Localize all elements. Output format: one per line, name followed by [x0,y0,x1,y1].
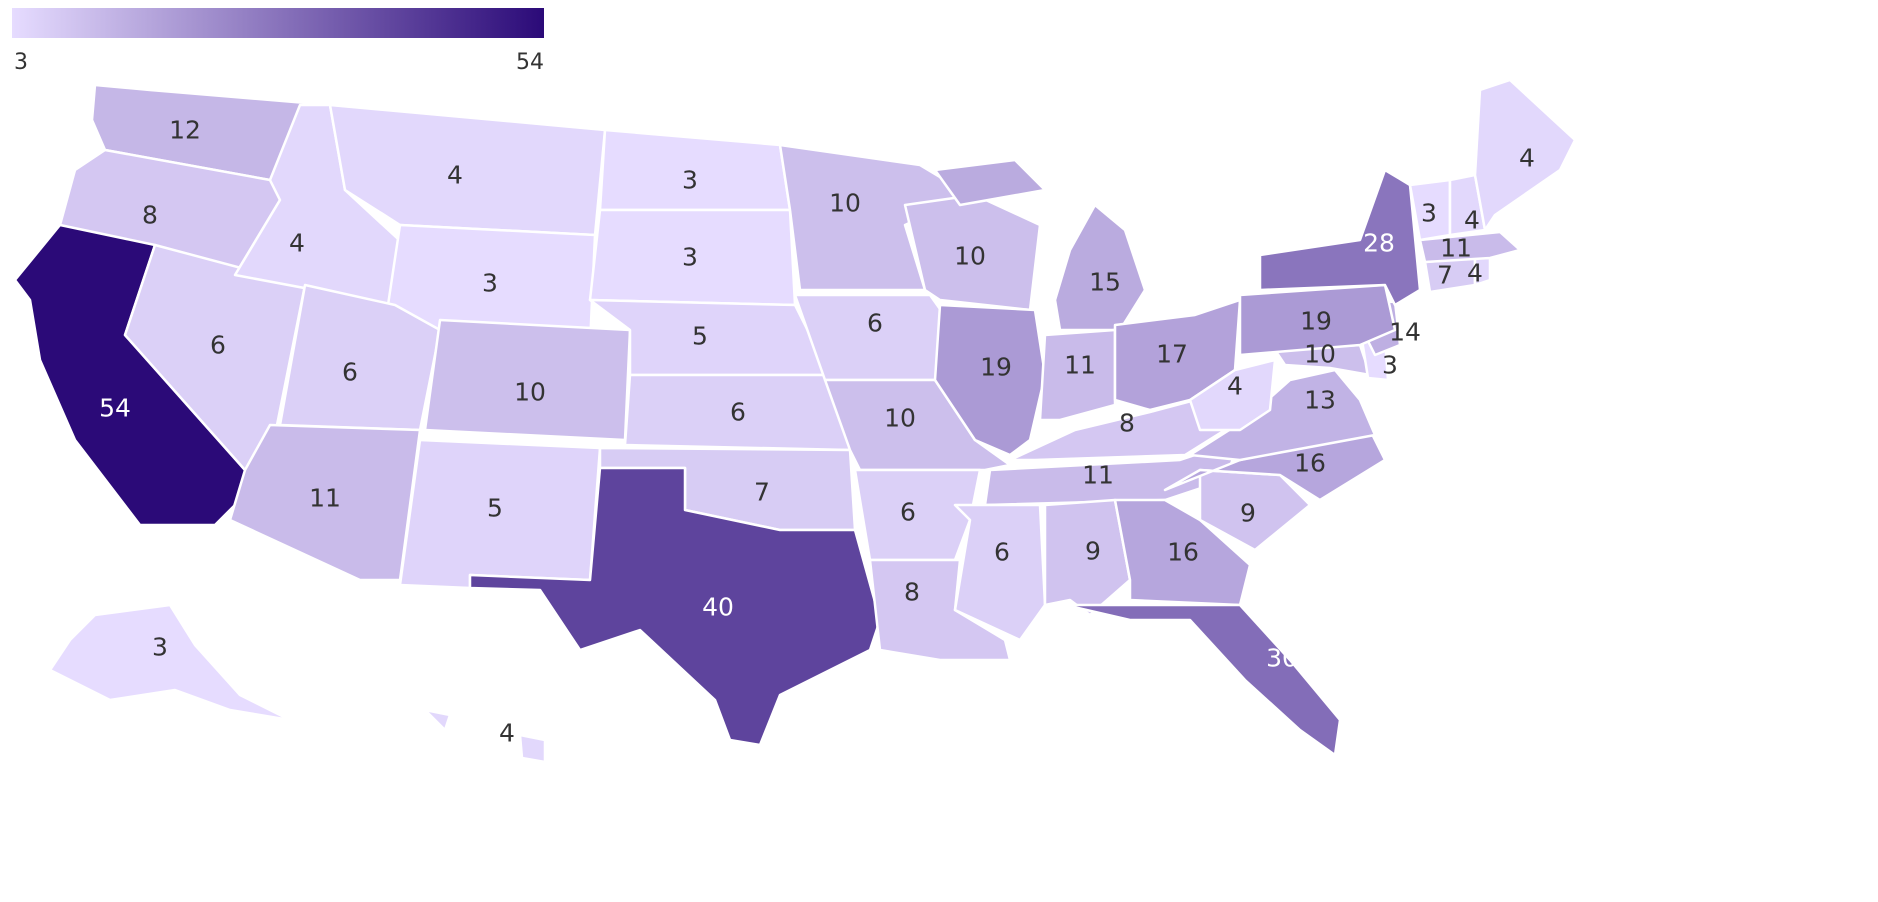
state-label-co: 10 [514,378,546,407]
state-ma [1418,230,1522,264]
state-label-sc: 9 [1240,499,1256,528]
state-mn [778,143,972,292]
state-label-pa: 19 [1300,307,1332,336]
state-label-ar: 6 [900,498,916,527]
state-label-nd: 3 [682,166,698,195]
state-tx [468,466,882,747]
state-label-mt: 4 [447,161,463,190]
state-label-sd: 3 [682,243,698,272]
state-label-de: 3 [1382,351,1398,380]
state-label-va: 13 [1304,386,1336,415]
state-ms [953,503,1047,642]
state-ny [1258,168,1422,307]
state-label-mi: 15 [1089,268,1121,297]
state-label-az: 11 [309,484,341,513]
states-layer [13,78,1577,764]
state-label-ga: 16 [1167,538,1199,567]
state-fl [1063,603,1342,757]
state-az [228,423,422,582]
state-label-tx: 40 [702,593,734,622]
state-la [868,558,1012,662]
state-il [933,303,1047,457]
state-label-wv: 4 [1227,372,1243,401]
state-label-mn: 10 [829,189,861,218]
legend-gradient-bar [12,8,544,38]
state-label-ut: 6 [342,358,358,387]
state-label-nm: 5 [487,494,503,523]
state-label-wy: 3 [482,269,498,298]
state-label-tn: 11 [1082,461,1114,490]
legend-min-label: 3 [14,50,28,75]
state-hi [423,708,547,764]
state-label-ny: 28 [1363,229,1395,258]
state-label-ri: 4 [1467,259,1483,288]
state-mi [933,158,1147,332]
state-label-mo: 10 [884,404,916,433]
state-label-al: 9 [1085,537,1101,566]
state-label-md: 10 [1304,340,1336,369]
state-label-id: 4 [289,229,305,258]
state-label-wa: 12 [169,116,201,145]
state-label-me: 4 [1519,144,1535,173]
state-label-fl: 30 [1266,644,1298,673]
state-me [1473,78,1577,232]
state-label-ok: 7 [754,478,770,507]
legend-max-label: 54 [516,50,544,75]
color-legend: 3 54 [12,8,544,75]
state-wv [1188,358,1277,432]
state-label-nh: 4 [1464,206,1480,235]
state-label-nj: 14 [1389,318,1421,347]
state-label-ne: 5 [692,322,708,351]
state-label-nv: 6 [210,331,226,360]
state-label-in: 11 [1064,351,1096,380]
state-label-or: 8 [142,201,158,230]
state-label-ks: 6 [730,398,746,427]
state-label-hi: 4 [499,719,515,748]
state-ar [853,468,982,562]
state-label-vt: 3 [1421,199,1437,228]
state-label-nc: 16 [1294,449,1326,478]
state-ak [48,603,292,722]
state-label-ct: 7 [1437,261,1453,290]
state-label-ms: 6 [994,538,1010,567]
state-label-il: 19 [980,353,1012,382]
state-label-ma: 11 [1440,234,1472,263]
state-ga [1113,498,1252,607]
state-in [1038,328,1117,422]
state-label-ia: 6 [867,309,883,338]
state-label-la: 8 [904,578,920,607]
state-ut [278,283,442,432]
state-label-wi: 10 [954,242,986,271]
state-label-ak: 3 [152,633,168,662]
state-label-ca: 54 [99,394,131,423]
state-label-oh: 17 [1156,340,1188,369]
state-label-ky: 8 [1119,409,1135,438]
